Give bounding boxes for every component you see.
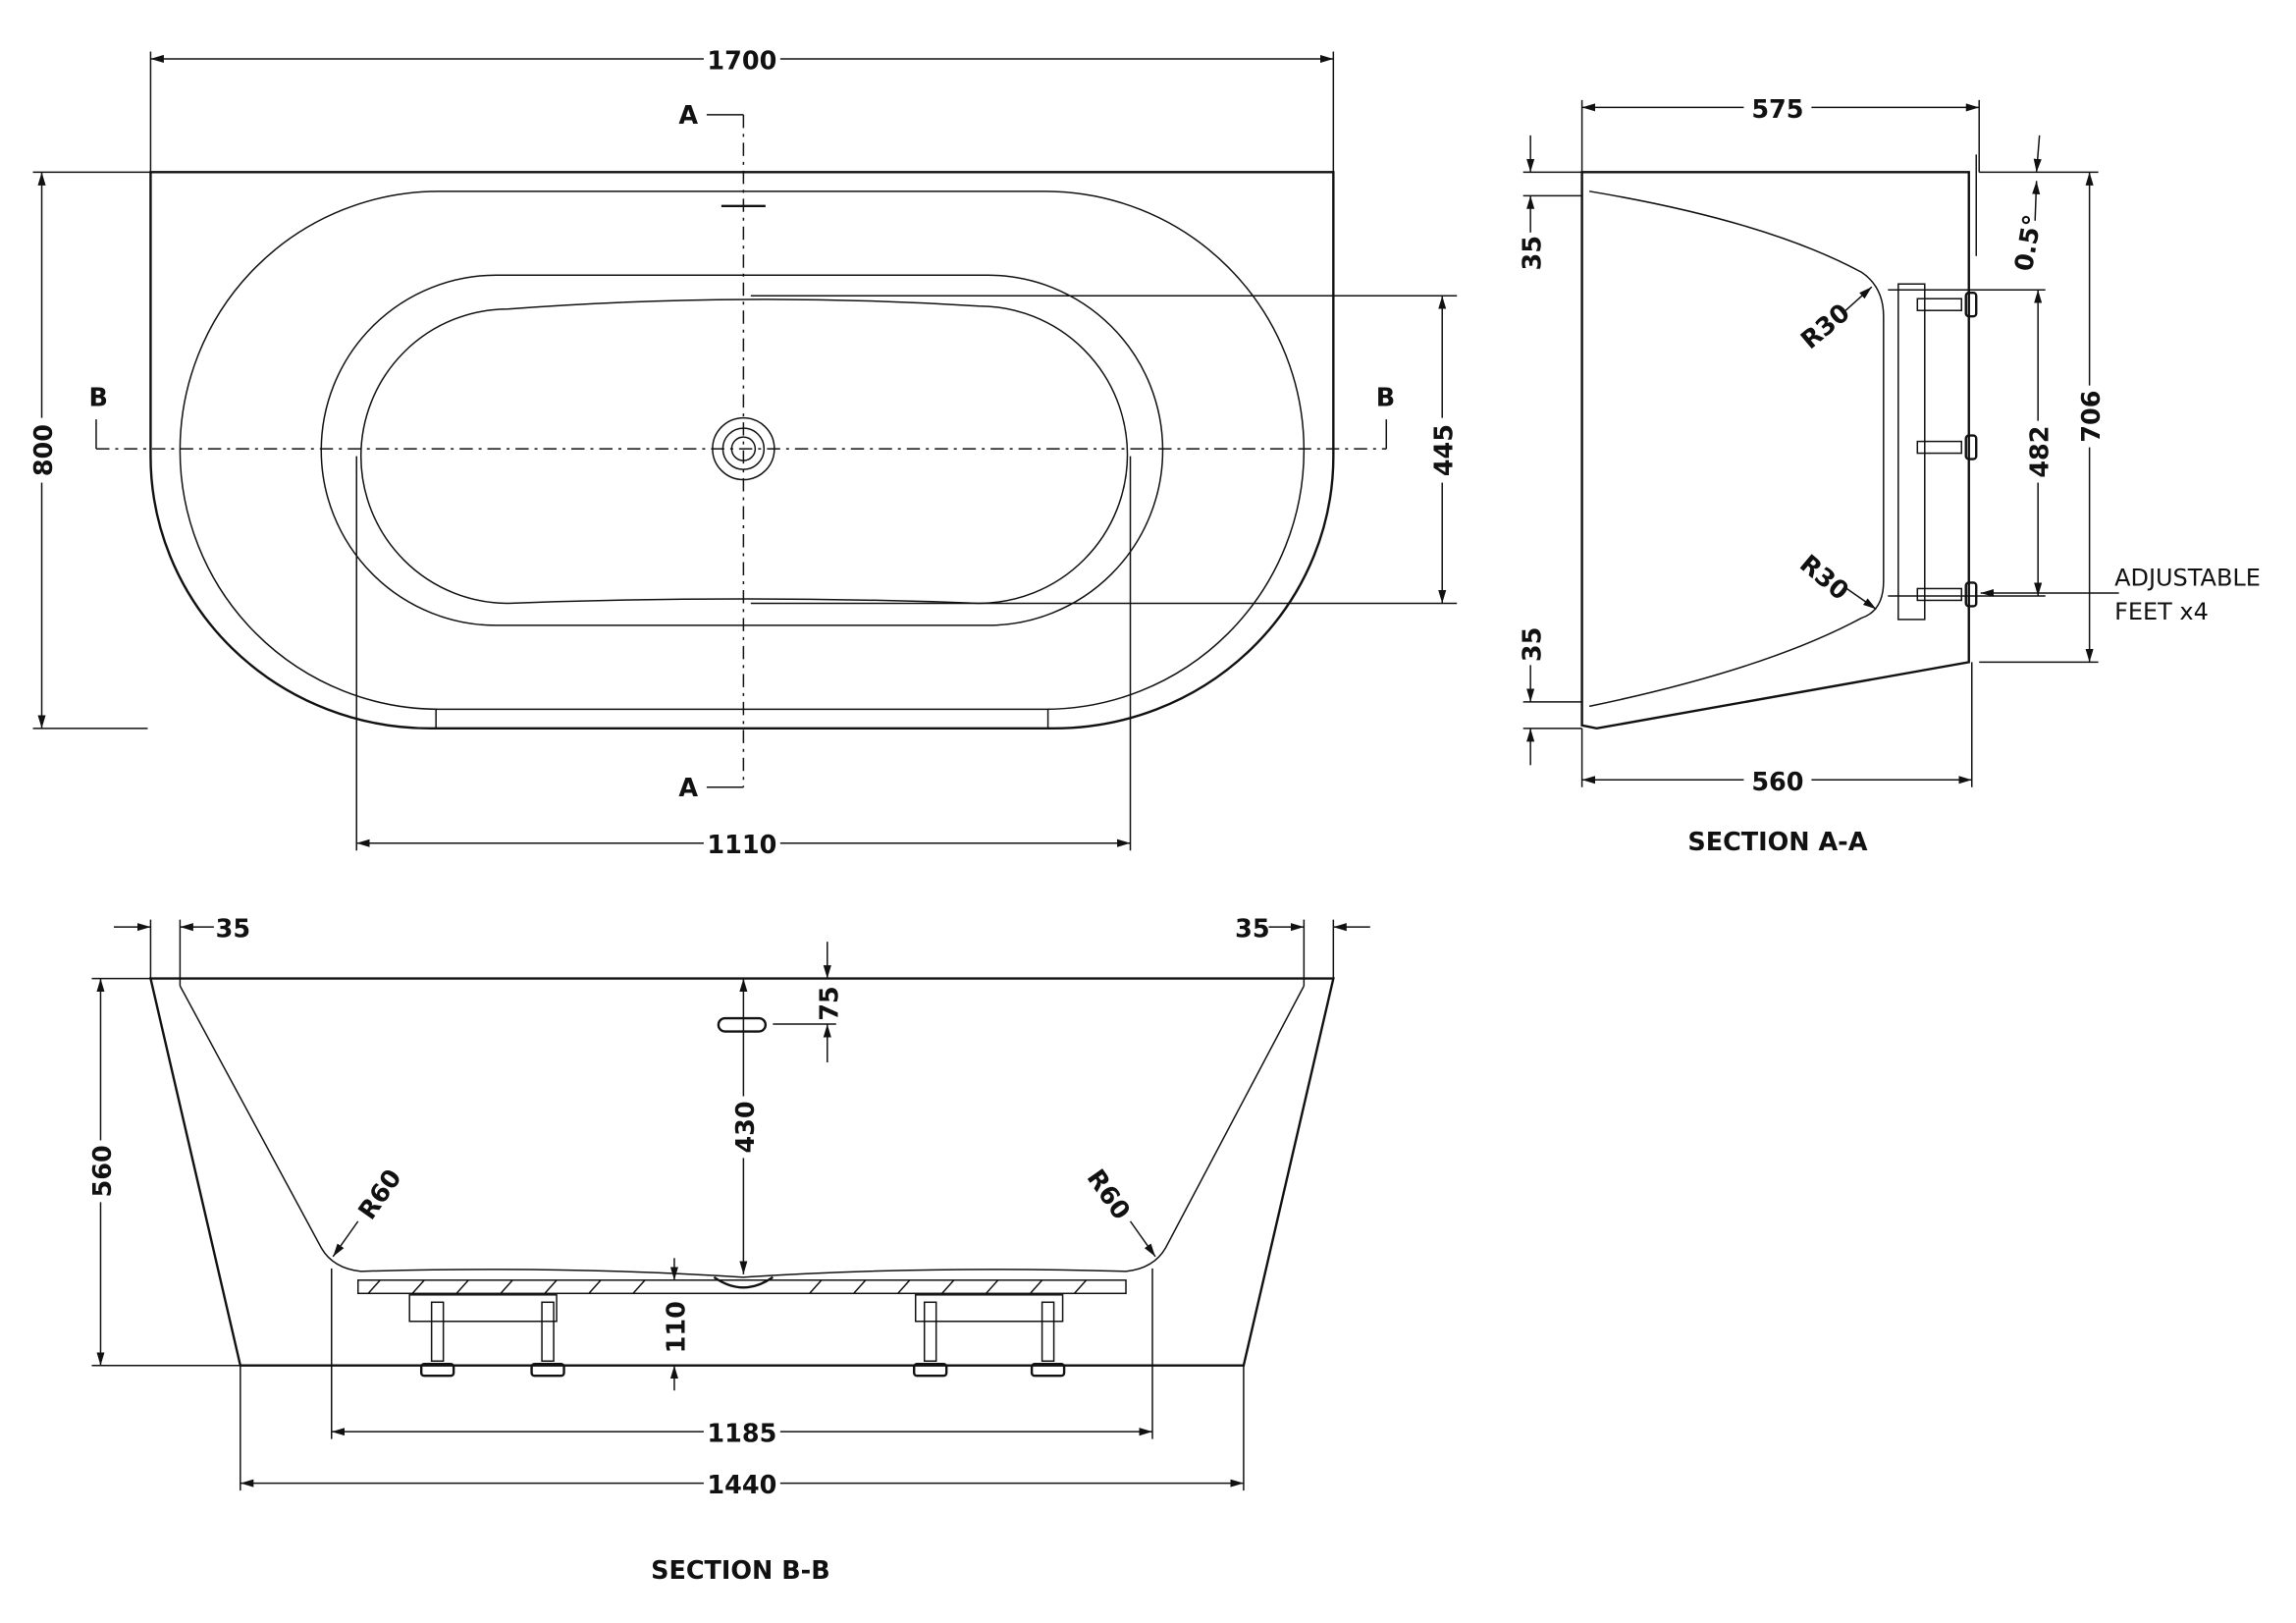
section-a-outline: [1580, 171, 1970, 730]
dim-b-rim-right: 35: [1235, 915, 1269, 945]
dim-a-bottom-width: 560: [1751, 768, 1803, 797]
basin-edge: [320, 274, 1164, 626]
dim-a-rim-bottom: 35: [1519, 627, 1548, 662]
radius-b-right: R60: [1081, 1164, 1136, 1225]
dim-b-base: 110: [662, 1301, 691, 1353]
section-marker-b-right: B: [1376, 384, 1395, 413]
dim-a-height: 706: [2077, 391, 2107, 443]
radius-b-left: R60: [352, 1164, 407, 1225]
dim-a-top-width: 575: [1751, 95, 1803, 125]
angle-label: 0.5°: [2009, 212, 2049, 273]
feet-note-line1: ADJUSTABLE: [2114, 564, 2261, 591]
section-marker-b-left: B: [88, 384, 107, 413]
dim-a-rim-top: 35: [1519, 236, 1548, 270]
section-marker-a-top: A: [678, 101, 698, 131]
radius-a-top: R30: [1795, 298, 1855, 355]
dim-b-rim-left: 35: [216, 915, 250, 945]
section-a-inner: [1588, 190, 1885, 708]
section-b-outline: [148, 977, 1335, 1367]
support-frame: [1897, 283, 1926, 621]
section-b-b: 35 35 560 75 430 110 1185 1440 R60 R60: [85, 915, 1370, 1586]
waste-outlet: [713, 1275, 774, 1289]
base-plate: [356, 1279, 1127, 1295]
section-b-title: SECTION B-B: [651, 1556, 830, 1586]
overflow-slot: [717, 1016, 768, 1033]
radius-a-bottom: R30: [1793, 549, 1853, 606]
dim-b-inner-base: 1185: [707, 1420, 776, 1449]
dim-overall-width: 800: [29, 424, 59, 476]
dim-b-overflow: 75: [815, 986, 844, 1020]
dim-inner-width: 445: [1430, 424, 1460, 476]
dim-b-depth: 430: [731, 1101, 761, 1153]
adjustable-feet-icon: [1916, 292, 1978, 608]
plan-view: A A B B 1700 800 445 1110: [27, 43, 1460, 860]
dim-b-height: 560: [88, 1145, 118, 1197]
section-b-inner: [179, 985, 1306, 1278]
section-marker-a-bottom: A: [678, 774, 698, 803]
feet-note-line2: FEET x4: [2114, 598, 2209, 625]
dim-b-base-length: 1440: [707, 1471, 776, 1500]
tub-rim: [179, 190, 1306, 711]
dim-overall-length: 1700: [707, 46, 776, 76]
section-a-a: 575 560 35 35 706 482 0.5° R30 R30: [1519, 92, 2261, 857]
tub-outline: [149, 171, 1335, 730]
section-a-title: SECTION A-A: [1687, 828, 1867, 857]
dim-inner-length: 1110: [707, 831, 776, 860]
dim-a-feet-span: 482: [2026, 425, 2056, 477]
support-feet-icon: [408, 1294, 1066, 1378]
